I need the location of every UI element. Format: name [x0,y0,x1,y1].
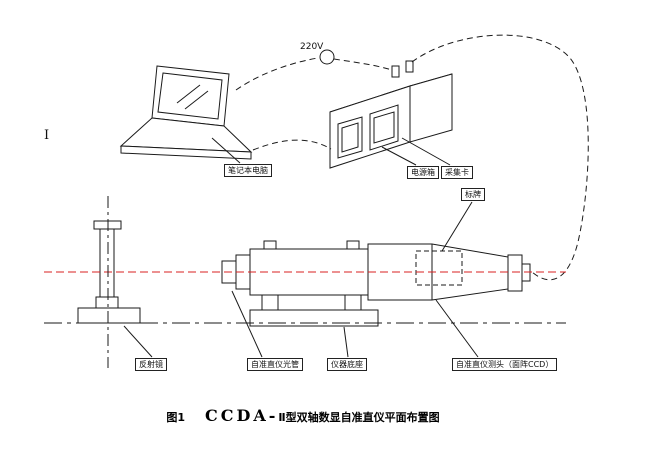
power-supply-box-drawing [329,60,453,169]
label-autocollimator-tube: 自准直仪光管 [247,358,303,372]
figure-title: CCDA-Ⅱ型双轴数显自准直仪平面布置图 [205,406,440,425]
label-capture-card: 采集卡 [441,166,473,180]
connector-stub [391,65,400,78]
laptop-to-box-cable [252,139,332,151]
label-measuring-head: 自准直仪测头（面阵CCD） [452,358,558,372]
instrument-base-drawing [249,309,379,327]
capture-card-opening [369,104,399,151]
box-to-head-cable [411,34,589,281]
power-box-opening [337,116,363,159]
laptop-drawing [119,65,253,160]
figure-title-latin: CCDA- [205,406,279,425]
label-laptop: 笔记本电脑 [224,164,272,178]
leader-lines [123,137,479,358]
laptop-to-plug-cable [235,57,319,91]
voltage-label: 220V [300,42,324,52]
label-nameplate: 标牌 [461,188,485,202]
figure-number: 图1 [166,411,185,424]
power-plug-symbol [319,49,335,65]
label-instrument-base: 仪器底座 [327,358,367,372]
figure-title-chinese: Ⅱ型双轴数显自准直仪平面布置图 [278,411,440,424]
autocollimator-tube-drawing [221,240,379,327]
plug-to-box-cable [333,58,393,71]
label-power-box: 电源箱 [407,166,439,180]
label-reflector: 反射镜 [135,358,167,372]
reflector-base [77,307,141,324]
measuring-head-drawing [367,243,531,301]
stray-cursor-mark: I [44,128,50,143]
connector-stub [405,60,414,73]
figure-caption: 图1 CCDA-Ⅱ型双轴数显自准直仪平面布置图 [0,406,606,425]
